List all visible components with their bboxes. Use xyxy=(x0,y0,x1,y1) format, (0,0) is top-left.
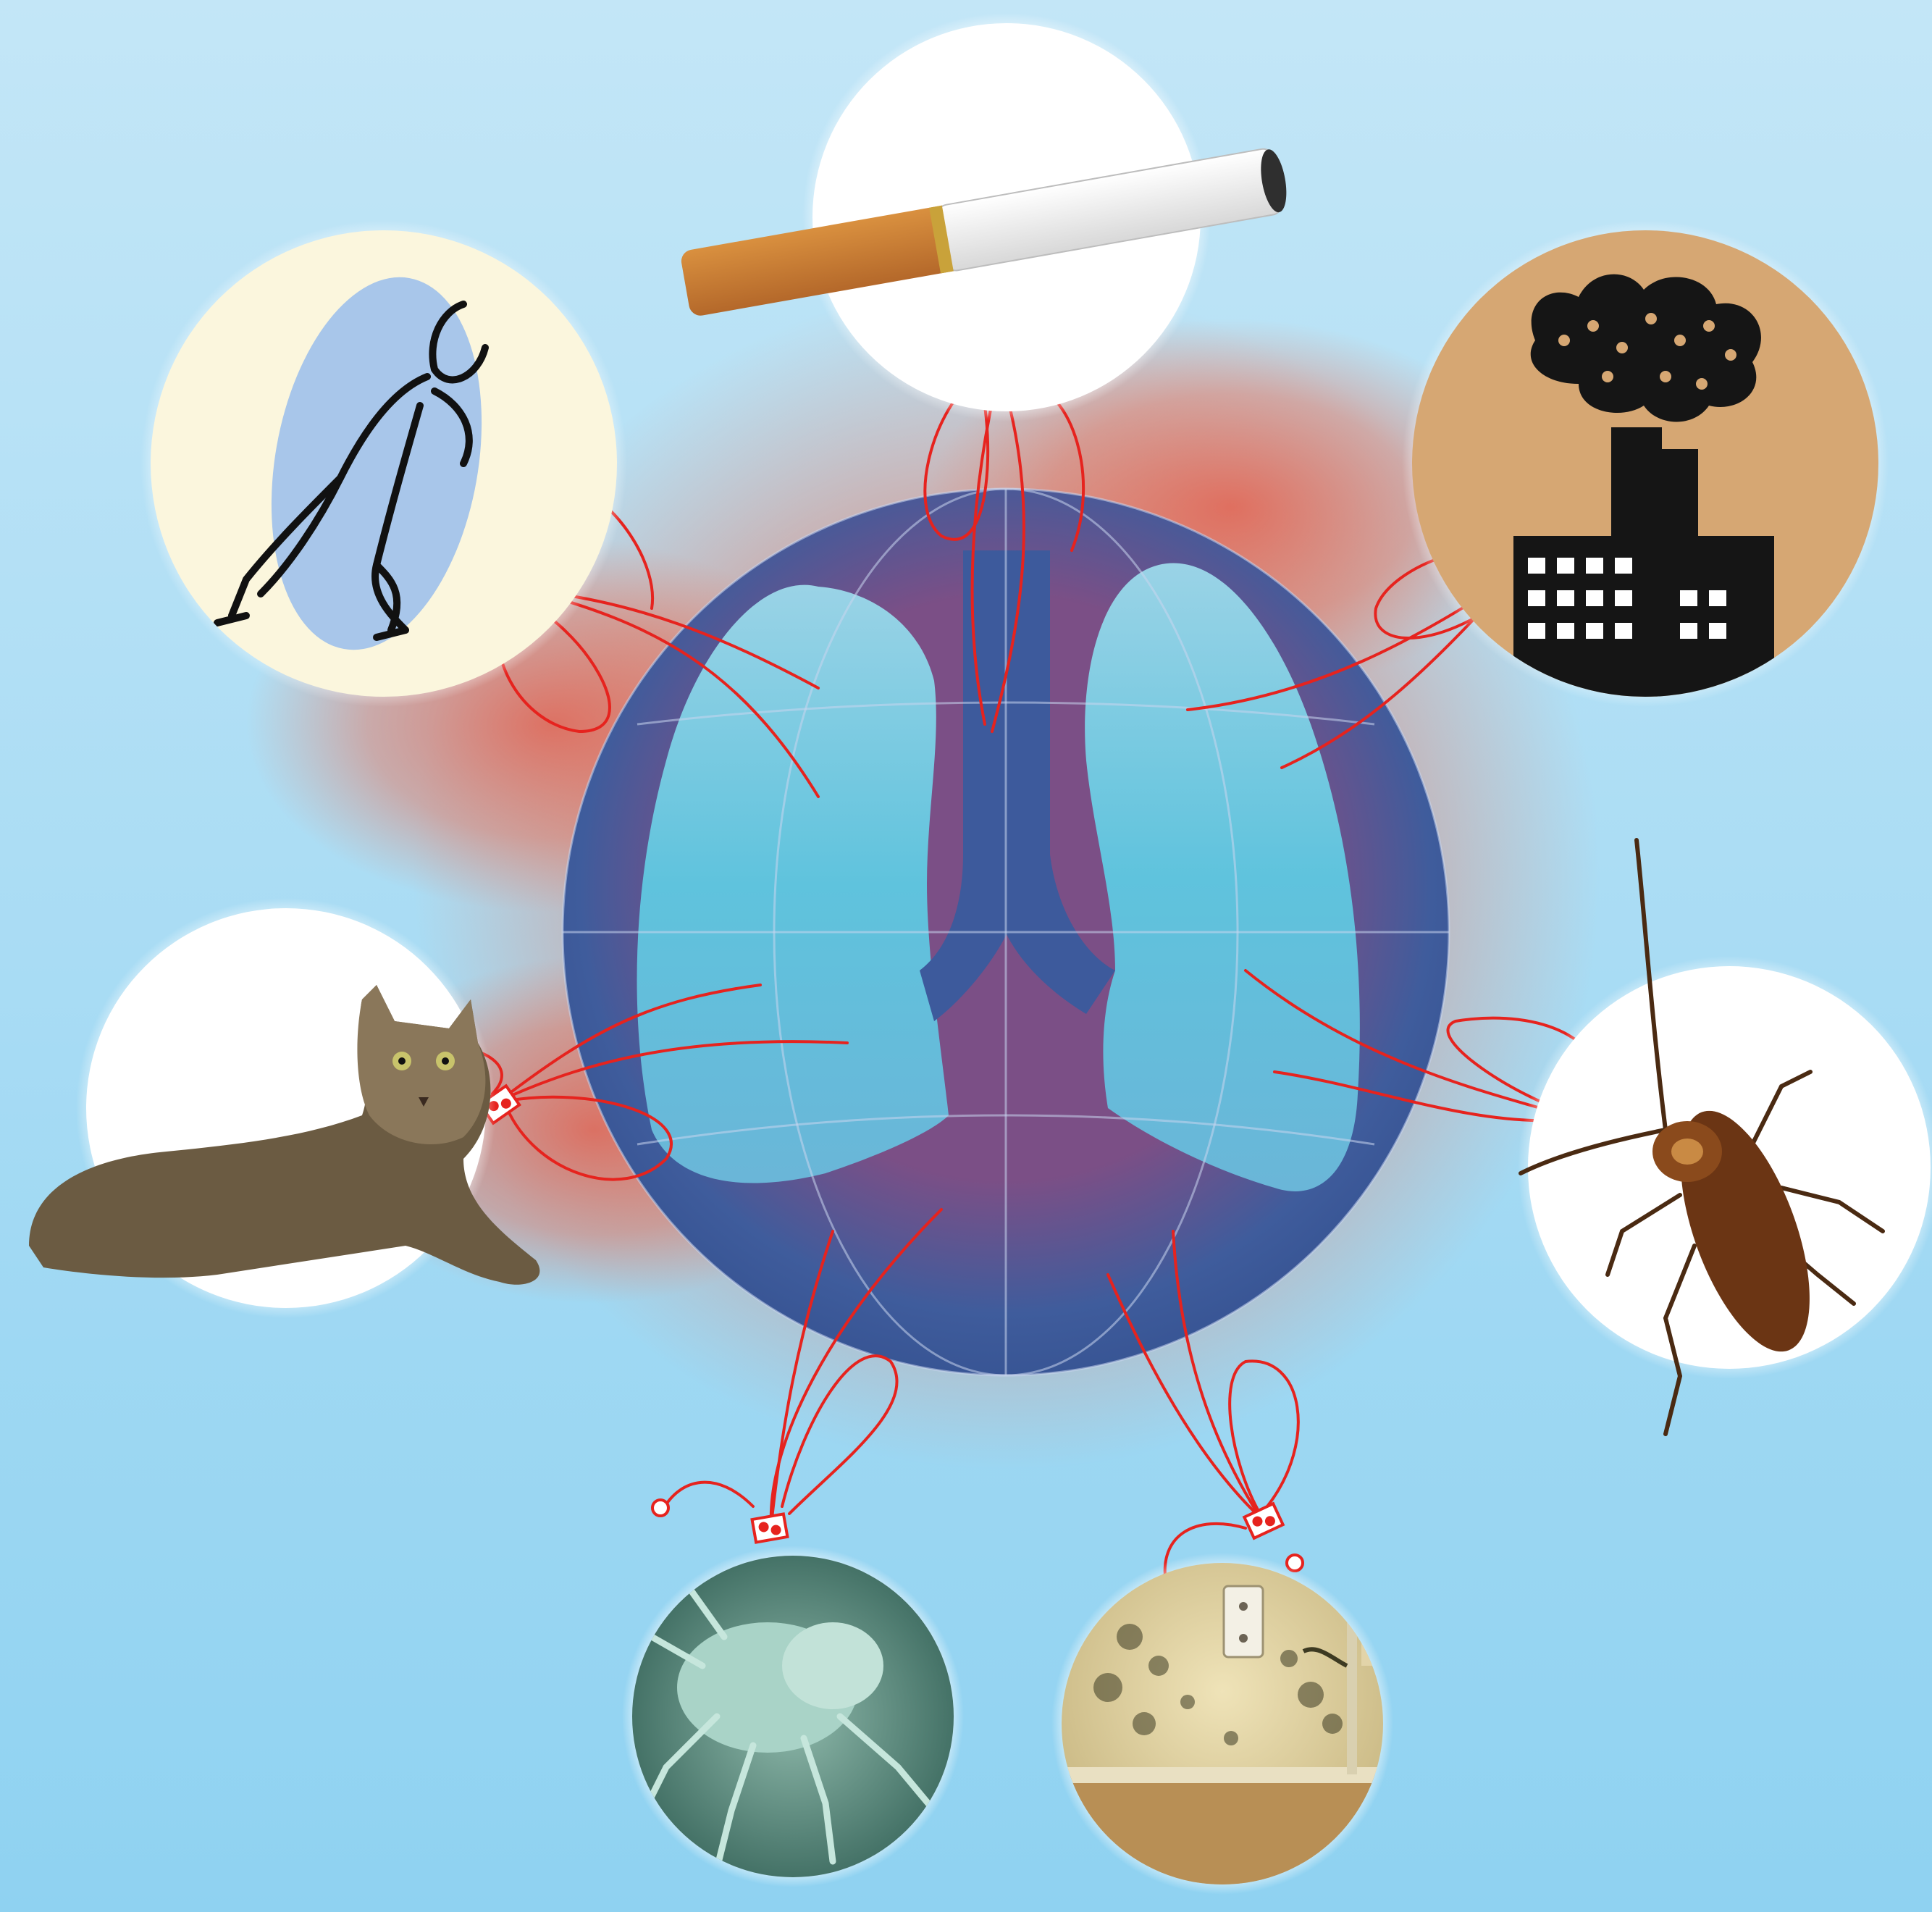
mold-wall-icon xyxy=(1051,1553,1393,1895)
lungs-icon xyxy=(563,489,1449,1375)
skater-icon xyxy=(140,220,627,707)
